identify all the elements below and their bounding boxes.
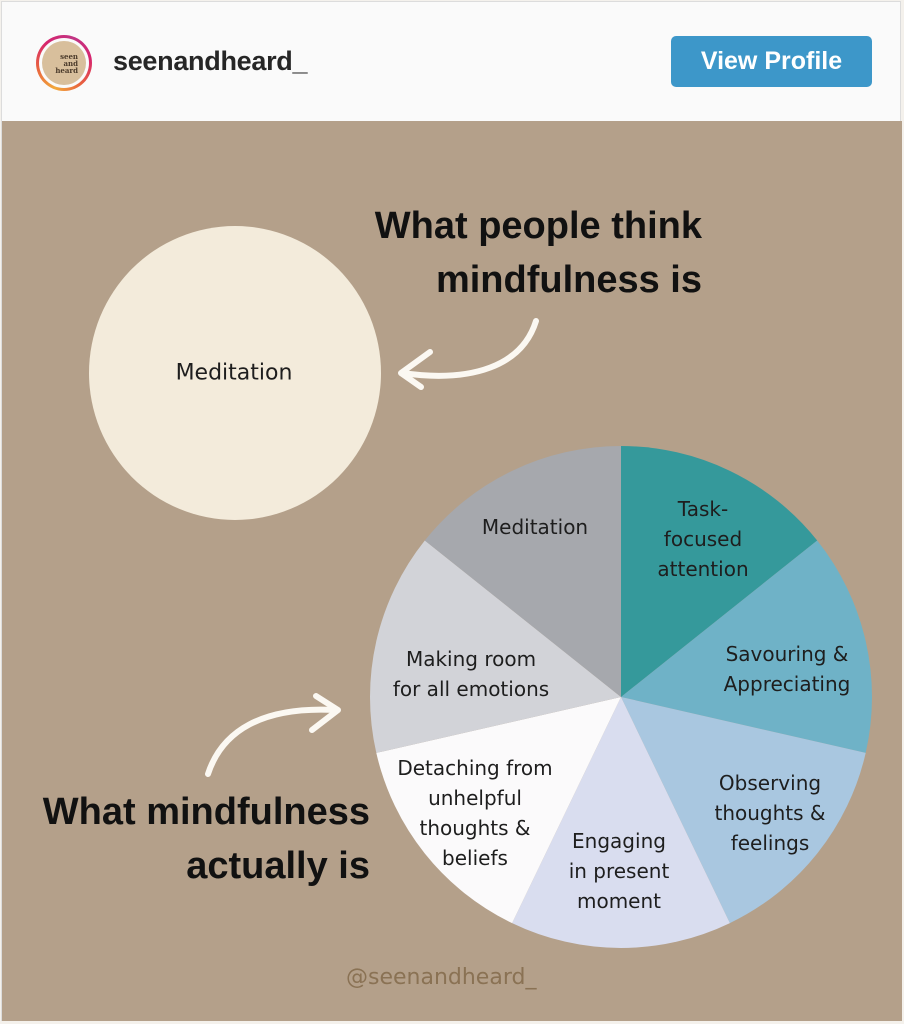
slice-label-line: Meditation: [481, 515, 589, 539]
slice-label-line: thoughts &: [714, 801, 826, 825]
think-circle-label: Meditation: [175, 360, 293, 386]
pie-slice-label: Meditation: [482, 512, 588, 542]
slice-label-line: moment: [576, 889, 662, 913]
slice-label-line: attention: [657, 557, 749, 581]
headline-line: What people think: [374, 205, 702, 247]
pie-slice: [370, 540, 621, 753]
slice-label-line: Making room: [405, 647, 537, 671]
pie-slice: [621, 540, 872, 753]
avatar-ring-gap: seen and heard: [39, 38, 89, 88]
pie-slice-label: Observing thoughts & feelings: [714, 768, 825, 858]
headline-line: What mindfulness: [42, 791, 370, 833]
slice-label-line: for all emotions: [392, 677, 550, 701]
arrow-right-icon: [205, 693, 341, 777]
slice-label-line: feelings: [730, 831, 810, 855]
headline-line: actually is: [186, 845, 370, 887]
avatar-text-line: and: [63, 58, 78, 68]
slice-label-line: Task-: [677, 497, 729, 521]
slice-label-line: focused: [663, 527, 743, 551]
pie-slice: [376, 697, 621, 924]
pie-chart: [370, 446, 872, 948]
pie-slice: [424, 446, 621, 697]
slice-label-line: beliefs: [442, 846, 508, 870]
infographic-graphics: [89, 226, 872, 948]
headline-line: mindfulness is: [435, 259, 702, 301]
watermark: @seenandheard_: [346, 965, 537, 990]
top-headline: What people think mindfulness is: [375, 199, 702, 307]
post-header: seen and heard seenandheard_ View Profil…: [2, 2, 900, 121]
pie-slice-label: Task-focused attention: [657, 494, 748, 584]
pie-slice-label: Engaging in present moment: [569, 826, 670, 916]
slice-label-line: Appreciating: [723, 672, 851, 696]
username-link[interactable]: seenandheard_: [113, 46, 308, 76]
avatar-story-ring[interactable]: seen and heard: [36, 35, 92, 91]
pie-slice-label: Detaching from unhelpful thoughts & beliefs: [397, 753, 552, 873]
slice-label-line: in present: [568, 859, 670, 883]
pie-slice-label: Making room for all emotions: [393, 644, 549, 704]
bottom-headline: What mindfulness actually is: [43, 785, 370, 893]
view-profile-button[interactable]: View Profile: [671, 36, 872, 87]
avatar-text-line: seen: [60, 51, 78, 61]
avatar-text-line: heard: [55, 65, 78, 75]
slice-label-line: thoughts &: [419, 816, 531, 840]
slice-label-line: Observing: [718, 771, 822, 795]
pie-slice: [621, 446, 818, 697]
post-image[interactable]: What people think mindfulness is Meditat…: [2, 121, 902, 1021]
slice-label-line: Detaching from: [397, 756, 553, 780]
slice-label-line: Savouring &: [725, 642, 849, 666]
arrow-left-icon: [398, 318, 539, 390]
think-circle: [89, 226, 381, 520]
slice-label-line: Engaging: [572, 829, 666, 853]
avatar[interactable]: seen and heard: [42, 41, 86, 85]
pie-slice-label: Savouring & Appreciating: [724, 639, 851, 699]
pie-slice: [621, 697, 866, 924]
pie-slice: [512, 697, 730, 948]
slice-label-line: unhelpful: [428, 786, 522, 810]
